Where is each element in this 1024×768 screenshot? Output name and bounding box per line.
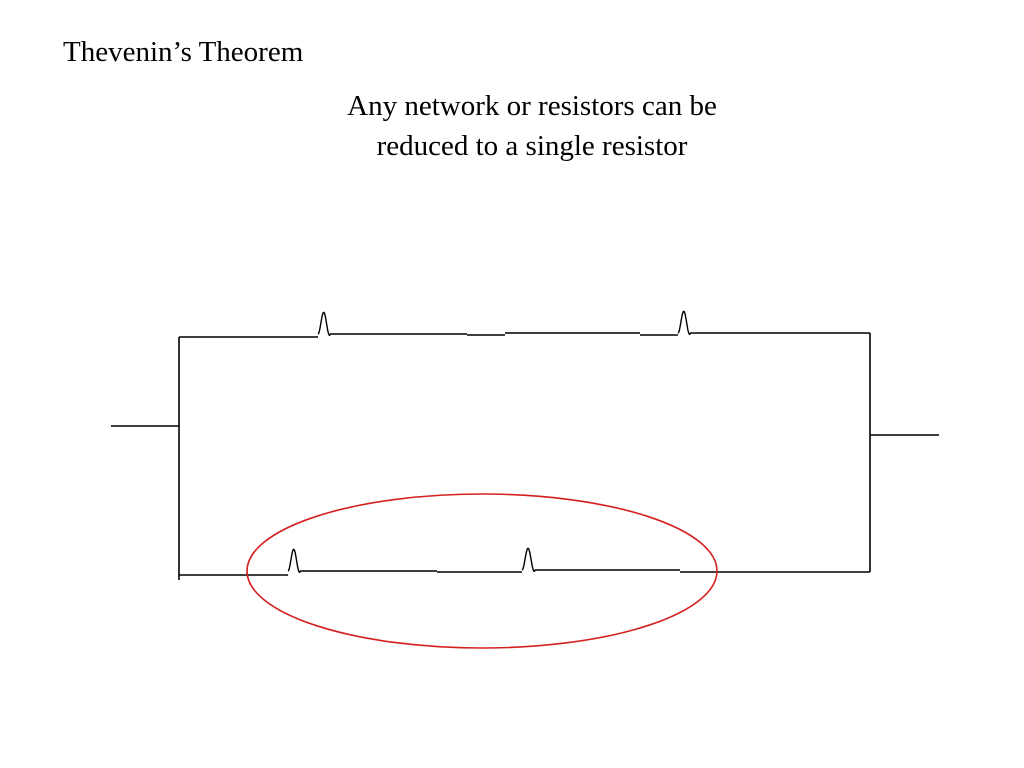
slide-title: Thevenin’s Theorem	[63, 36, 304, 68]
subtitle-line-1: Any network or resistors can be	[347, 90, 717, 122]
resistor-top-right	[677, 310, 828, 336]
slide-subtitle: Any network or resistors can be reduced …	[282, 86, 782, 166]
circuit-resistors	[287, 310, 828, 574]
resistor-bottom-right	[521, 547, 680, 573]
series-resistors-highlight	[246, 493, 718, 649]
circuit-wires	[111, 332, 939, 580]
resistor-top-left	[317, 311, 467, 337]
resistor-bottom-left	[287, 548, 437, 574]
subtitle-line-2: reduced to a single resistor	[376, 130, 688, 162]
highlight-group	[246, 493, 718, 649]
